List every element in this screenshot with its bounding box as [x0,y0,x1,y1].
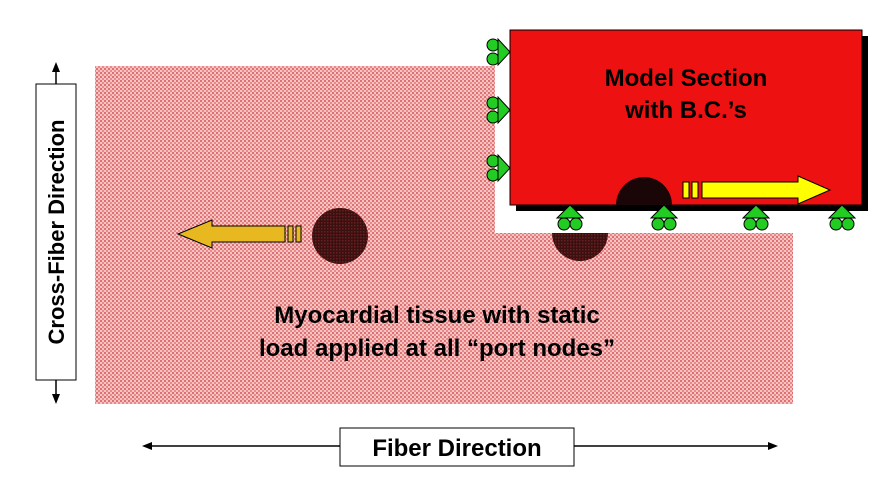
myocardial-tissue-region [95,66,793,404]
tissue-label-line1: Myocardial tissue with static [274,302,599,329]
roller-support-icon-bottom-4 [827,204,857,231]
port-node-icon-left [312,208,368,264]
roller-support-icon-left-1 [486,37,511,67]
port-node-icon-partial [552,233,608,261]
roller-support-icon-bottom-3 [741,204,771,231]
fiber-label-box [339,427,575,467]
model-section-label-line1: Model Section [605,65,768,92]
cross-fiber-label-box [35,83,77,381]
roller-support-icon-bottom-2 [649,204,679,231]
model-section-box [509,29,863,206]
model-section-label-line2: with B.C.’s [624,97,747,124]
tissue-label-line2: load applied at all “port nodes” [259,335,615,362]
load-arrow-icon-left [176,219,302,249]
roller-support-icon-bottom-1 [555,204,585,231]
roller-support-icon-left-3 [486,153,511,183]
half-port-node-icon [616,177,672,205]
cross-fiber-direction-label: Cross-Fiber Direction [44,120,69,345]
roller-support-icon-left-2 [486,95,511,125]
fiber-direction-label: Fiber Direction [372,435,541,462]
load-arrow-icon-right [682,175,832,205]
